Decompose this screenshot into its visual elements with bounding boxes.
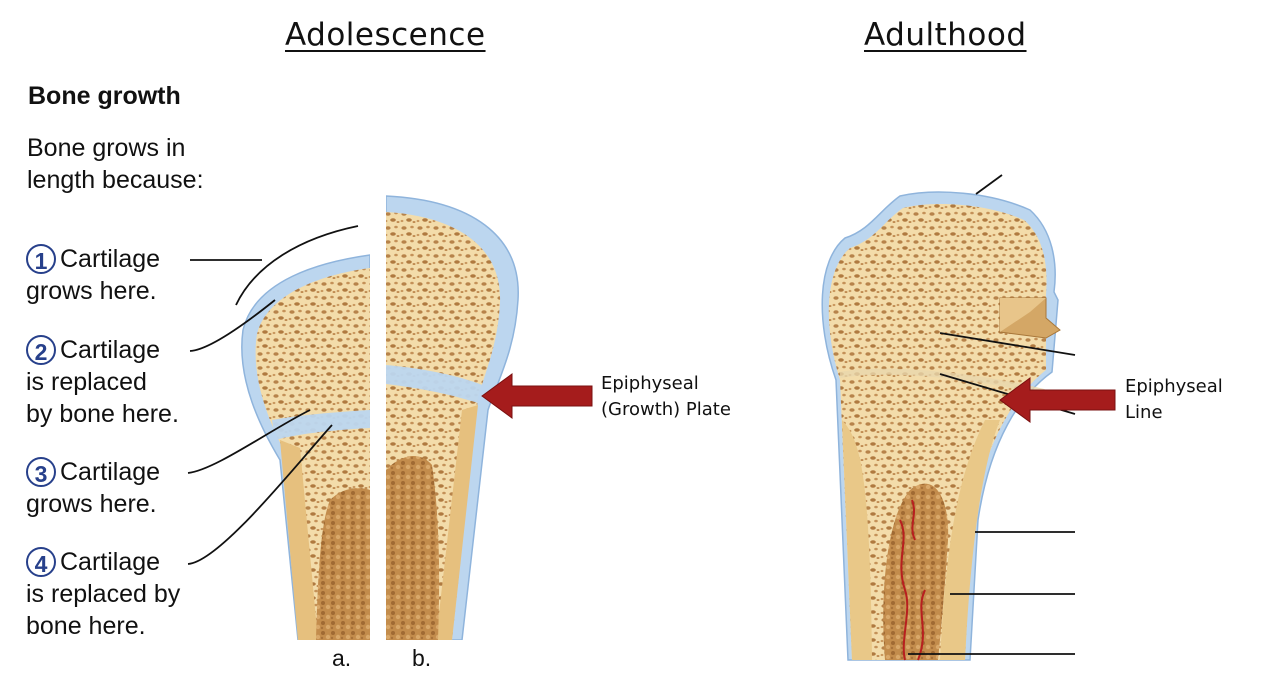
step-4-line-3: bone here. <box>26 612 146 640</box>
step-3-number: 3 <box>26 457 56 487</box>
step-1-number: 1 <box>26 244 56 274</box>
step-4-line-1: Cartilage <box>60 548 161 576</box>
step-2-line-3: by bone here. <box>26 400 179 428</box>
bone-b <box>386 195 519 640</box>
adolescence-heading: Adolescence <box>285 17 486 53</box>
epiphyseal-line-label-line-1: Epiphyseal <box>1125 376 1223 397</box>
growth-plate-arrow <box>481 373 593 419</box>
adult-bone <box>821 191 1061 661</box>
sublabel-a: a. <box>332 645 352 671</box>
step-2-number: 2 <box>26 335 56 365</box>
step-2-line-2: is replaced <box>26 368 147 396</box>
bone-growth-title: Bone growth <box>28 82 181 110</box>
adulthood-heading: Adulthood <box>864 17 1027 53</box>
step-leader-lines <box>187 225 359 565</box>
intro-line-1: Bone grows in <box>27 134 186 162</box>
growth-plate-label-line-1: Epiphyseal <box>601 373 699 394</box>
step-3-line-2: grows here. <box>26 490 157 518</box>
growth-plate-label: Epiphyseal (Growth) Plate <box>601 371 731 423</box>
bone-a <box>241 254 370 640</box>
step-1-line-2: grows here. <box>26 277 157 305</box>
epiphyseal-line-label: Epiphyseal Line <box>1125 374 1223 426</box>
epiphyseal-line-arrow <box>999 377 1116 423</box>
step-2-line-1: Cartilage <box>60 336 161 364</box>
intro-line-2: length because: <box>27 166 204 194</box>
step-4-number: 4 <box>26 547 56 577</box>
step-4-line-2: is replaced by <box>26 580 181 608</box>
step-3-line-1: Cartilage <box>60 458 161 486</box>
step-1-line-1: Cartilage <box>60 245 161 273</box>
sublabel-b: b. <box>412 645 432 671</box>
epiphyseal-line-label-line-2: Line <box>1125 402 1163 423</box>
growth-plate-label-line-2: (Growth) Plate <box>601 399 731 420</box>
